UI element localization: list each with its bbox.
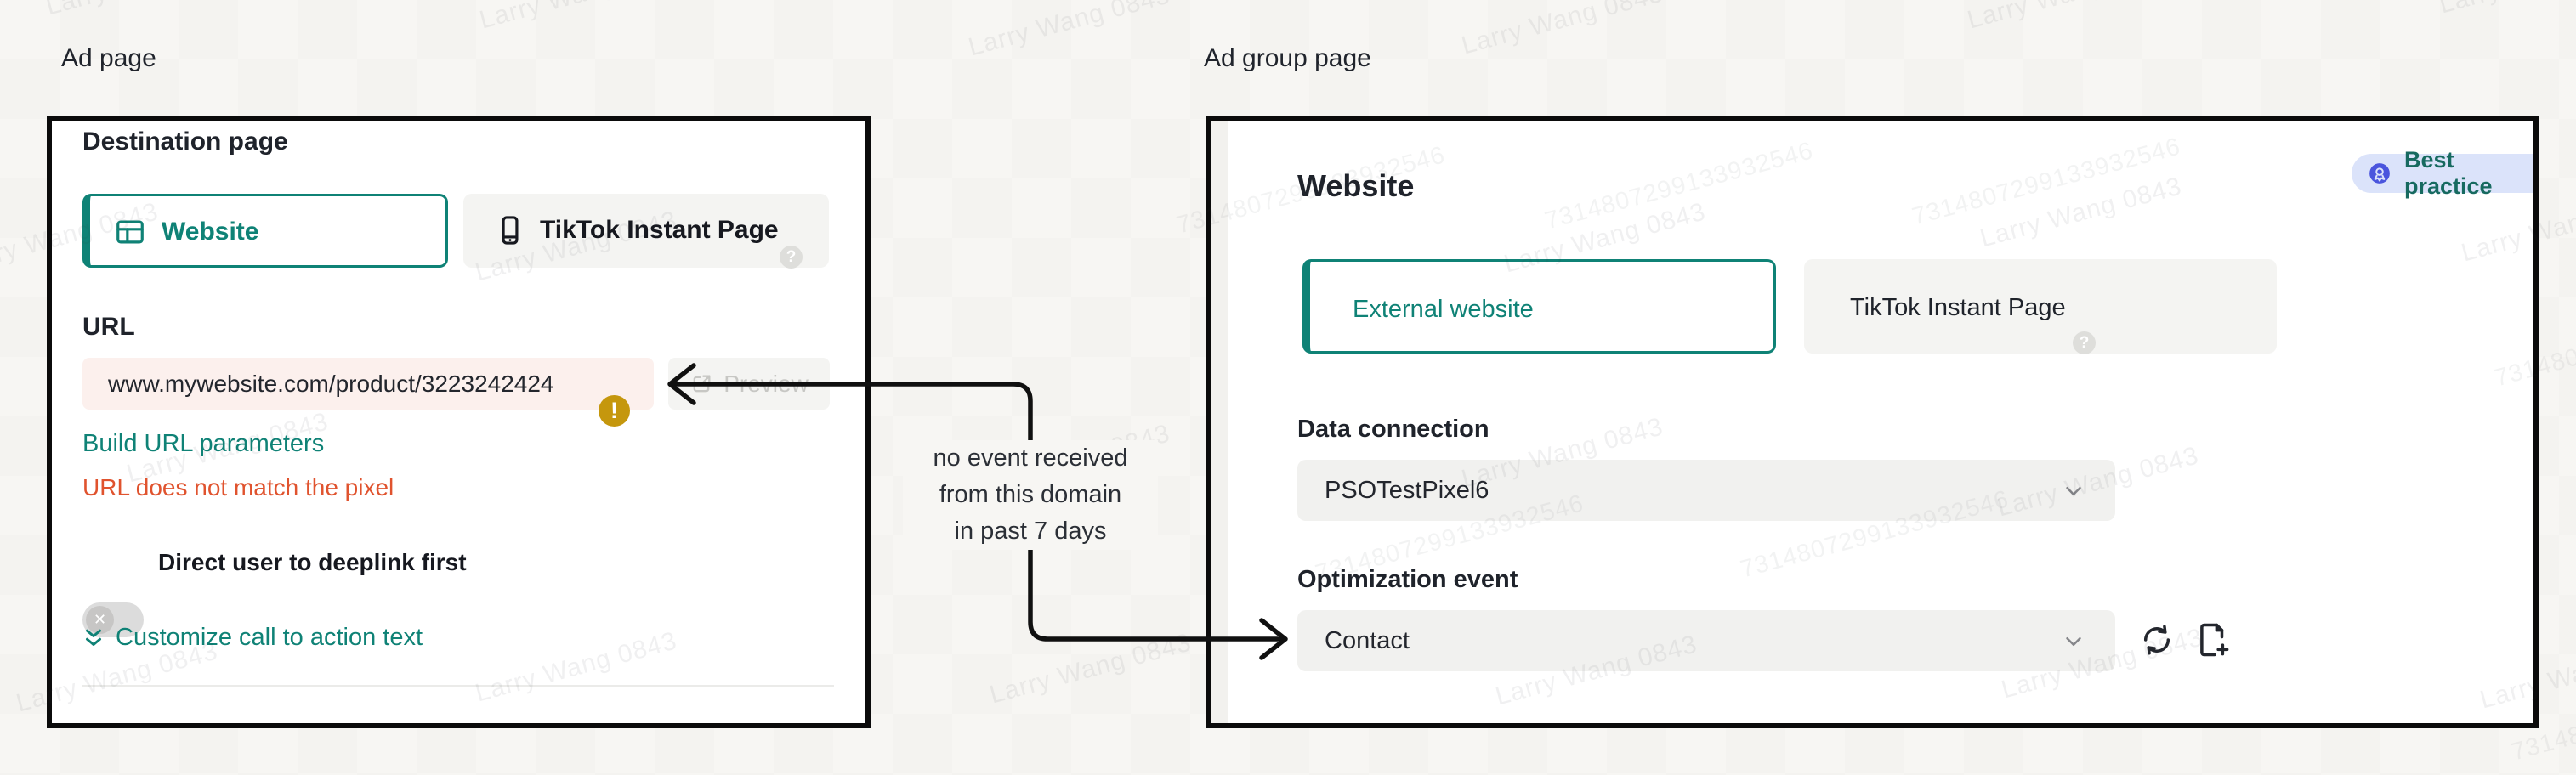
annotation-note: no event received from this domain in pa… <box>903 440 1158 550</box>
annotation-line: no event received <box>933 444 1128 472</box>
data-connection-value: PSOTestPixel6 <box>1325 476 1489 504</box>
preview-button-label: Preview <box>723 370 809 397</box>
tab-tiktok-instant-page-label: TikTok Instant Page <box>540 216 779 244</box>
help-icon[interactable] <box>2073 331 2096 354</box>
optimization-event-dropdown[interactable]: Contact <box>1297 610 2115 671</box>
tab-external-website[interactable]: External website <box>1302 259 1776 354</box>
chevron-down-icon <box>2061 629 2086 654</box>
medal-icon <box>2367 161 2392 186</box>
panel-margin-strip <box>1211 121 1228 723</box>
double-chevron-down-icon <box>81 625 106 651</box>
chevron-down-icon <box>2061 478 2086 504</box>
refresh-icon[interactable] <box>2139 622 2175 658</box>
best-practice-badge: Best practice <box>2352 147 2533 199</box>
watermark-text: Larry Wang 0843 <box>1458 0 1666 60</box>
website-section-heading: Website <box>1297 168 1415 203</box>
url-value: www.mywebsite.com/product/3223242424 <box>108 370 554 397</box>
new-page-icon[interactable] <box>2195 622 2231 658</box>
watermark-text: Larry Wang 0843 <box>965 0 1173 62</box>
tab-tiktok-instant-page-right-label: TikTok Instant Page <box>1850 294 2066 321</box>
external-link-icon <box>689 372 713 396</box>
optimization-event-label: Optimization event <box>1297 566 1518 593</box>
ad-page-label: Ad page <box>61 44 156 72</box>
optimization-event-value: Contact <box>1325 626 1410 654</box>
url-label: URL <box>82 313 135 341</box>
warning-icon <box>599 395 630 427</box>
toggle-off-knob <box>86 606 114 634</box>
ad-group-page-label: Ad group page <box>1204 44 1371 72</box>
preview-button[interactable]: Preview <box>668 358 830 410</box>
url-error-message: URL does not match the pixel <box>82 474 394 501</box>
tab-website-label: Website <box>162 218 259 246</box>
tab-tiktok-instant-page[interactable]: TikTok Instant Page <box>463 194 829 269</box>
build-url-parameters-link[interactable]: Build URL parameters <box>82 430 325 457</box>
watermark-text: Larry Wang 0843 <box>2437 0 2576 20</box>
url-input[interactable]: www.mywebsite.com/product/3223242424 <box>82 358 654 410</box>
watermark-text: Larry Wang 0843 <box>43 0 252 21</box>
divider <box>82 685 834 687</box>
tab-external-website-label: External website <box>1353 296 1534 323</box>
watermark-text: Larry Wang 0843 <box>986 628 1194 710</box>
watermark-text: Larry Wang 0843 <box>477 0 685 35</box>
annotation-line: in past 7 days <box>954 518 1107 545</box>
deeplink-toggle-label: Direct user to deeplink first <box>158 549 467 575</box>
customize-cta-link[interactable]: Customize call to action text <box>116 624 423 651</box>
watermark-text: Larry Wang 0843 <box>1965 0 2173 35</box>
deeplink-toggle[interactable] <box>82 602 144 637</box>
help-icon[interactable] <box>780 246 803 269</box>
data-connection-dropdown[interactable]: PSOTestPixel6 <box>1297 460 2115 521</box>
tab-tiktok-instant-page-right[interactable]: TikTok Instant Page <box>1804 259 2277 354</box>
data-connection-label: Data connection <box>1297 416 1489 443</box>
website-layout-icon <box>114 216 146 248</box>
best-practice-badge-label: Best practice <box>2404 147 2493 199</box>
phone-icon <box>494 214 526 246</box>
annotation-line: from this domain <box>939 481 1122 508</box>
destination-page-heading: Destination page <box>82 127 288 156</box>
tab-website[interactable]: Website <box>82 194 448 268</box>
